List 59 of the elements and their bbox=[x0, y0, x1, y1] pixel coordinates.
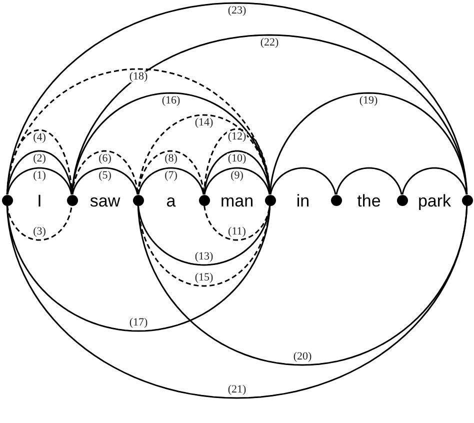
edge-label: (13) bbox=[194, 252, 214, 262]
edge-label: (12) bbox=[226, 132, 248, 142]
dashed-arc bbox=[137, 114, 271, 195]
edge-label: (10) bbox=[226, 154, 248, 164]
arc bbox=[6, 2, 468, 195]
edge-label: (22) bbox=[259, 38, 280, 48]
arc bbox=[6, 167, 72, 195]
dashed-arc bbox=[204, 205, 270, 241]
dashed-arc bbox=[6, 68, 271, 195]
node-dot bbox=[330, 194, 342, 206]
arc bbox=[6, 205, 468, 399]
node-dot bbox=[462, 194, 472, 206]
edge-label: (6) bbox=[98, 154, 112, 164]
node-dot bbox=[132, 194, 144, 206]
arc bbox=[204, 167, 270, 195]
edge-label: (18) bbox=[128, 72, 149, 82]
edge-label: (20) bbox=[292, 352, 313, 362]
edge-label: (5) bbox=[98, 170, 112, 182]
arc bbox=[137, 205, 271, 266]
node-dot bbox=[66, 194, 78, 206]
edge-label: (7) bbox=[164, 170, 178, 182]
arc bbox=[71, 34, 468, 195]
word-label: man bbox=[220, 192, 254, 210]
arc bbox=[6, 205, 271, 332]
arc bbox=[336, 167, 402, 195]
dashed-arc bbox=[71, 150, 139, 195]
arc bbox=[269, 92, 468, 195]
arc bbox=[71, 92, 271, 195]
edge-label: (14) bbox=[194, 118, 214, 128]
edge-label: (8) bbox=[164, 154, 178, 164]
edge-label: (11) bbox=[227, 226, 247, 238]
dashed-arc bbox=[6, 205, 72, 241]
arc bbox=[137, 205, 468, 366]
edge-label: (17) bbox=[128, 318, 149, 328]
edge-label: (3) bbox=[32, 226, 47, 238]
edge-label: (23) bbox=[226, 6, 248, 16]
dashed-arc bbox=[203, 128, 271, 195]
word-label: a bbox=[166, 192, 176, 210]
node-dot bbox=[2, 194, 12, 206]
word-label: I bbox=[37, 192, 42, 210]
edge-label: (1) bbox=[32, 170, 47, 182]
arc bbox=[270, 167, 336, 195]
arc bbox=[138, 167, 204, 195]
node-dot bbox=[198, 194, 210, 206]
word-label: park bbox=[418, 192, 452, 210]
edge-label: (19) bbox=[358, 96, 379, 106]
word-label: in bbox=[296, 192, 310, 210]
edge-label: (16) bbox=[160, 96, 182, 106]
arc bbox=[402, 167, 468, 195]
edge-label: (9) bbox=[230, 170, 244, 182]
edge-label: (21) bbox=[226, 384, 248, 396]
node-dot bbox=[264, 194, 276, 206]
edge-label: (15) bbox=[194, 272, 214, 284]
word-label: the bbox=[357, 192, 381, 210]
edge-label: (4) bbox=[32, 132, 47, 144]
node-dot bbox=[396, 194, 408, 206]
arc bbox=[72, 167, 138, 195]
word-label: saw bbox=[90, 192, 120, 210]
edge-label: (2) bbox=[32, 154, 47, 164]
